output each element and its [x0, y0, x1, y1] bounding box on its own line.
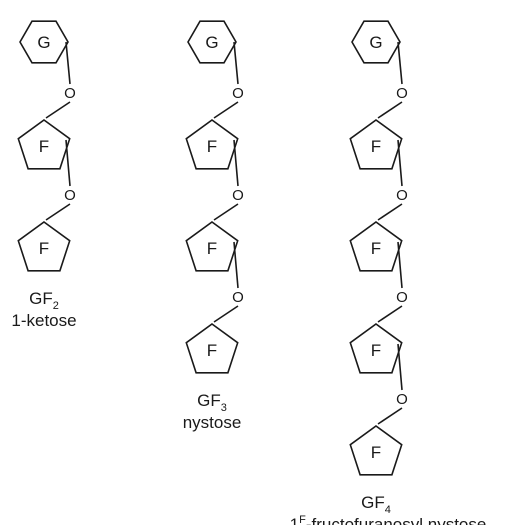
- oxygen-atom: O: [396, 85, 408, 102]
- glucose-ring-1: G: [351, 20, 401, 64]
- formula-label: GF4: [361, 493, 391, 516]
- hexagon-icon: [19, 20, 69, 64]
- bond: [65, 139, 71, 187]
- fructose-ring-3: F: [349, 221, 403, 272]
- pentagon-icon: [349, 425, 403, 476]
- hexagon-icon: [187, 20, 237, 64]
- formula-label: GF3: [197, 391, 227, 414]
- bond: [397, 343, 403, 391]
- oxygen-atom: O: [396, 391, 408, 408]
- hexagon-icon: [351, 20, 401, 64]
- fructose-ring-5: F: [349, 425, 403, 476]
- oxygen-atom: O: [396, 289, 408, 306]
- oxygen-atom: O: [64, 85, 76, 102]
- fructose-ring-2: F: [349, 119, 403, 170]
- ring-label: G: [369, 33, 382, 52]
- bond: [233, 41, 239, 85]
- formula-label: GF2: [29, 289, 59, 312]
- ring-label: F: [207, 239, 217, 258]
- bond: [45, 101, 71, 119]
- pentagon-icon: [185, 119, 239, 170]
- fructose-ring-2: F: [185, 119, 239, 170]
- fructose-ring-4: F: [349, 323, 403, 374]
- ring-label: F: [371, 137, 381, 156]
- bond: [397, 41, 403, 85]
- compound-name: nystose: [183, 413, 242, 432]
- oxygen-atom: O: [64, 187, 76, 204]
- bond: [45, 203, 71, 221]
- bond: [213, 101, 239, 119]
- ring-label: F: [371, 239, 381, 258]
- ring-label: G: [37, 33, 50, 52]
- fructose-ring-2: F: [17, 119, 71, 170]
- ring-label: F: [371, 443, 381, 462]
- bond: [377, 407, 403, 425]
- bond: [213, 305, 239, 323]
- bond: [377, 101, 403, 119]
- pentagon-icon: [349, 323, 403, 374]
- bond: [233, 139, 239, 187]
- pentagon-icon: [17, 221, 71, 272]
- bond: [397, 139, 403, 187]
- ring-label: G: [205, 33, 218, 52]
- fructose-ring-3: F: [17, 221, 71, 272]
- oxygen-atom: O: [232, 187, 244, 204]
- glucose-ring-1: G: [187, 20, 237, 64]
- ring-label: F: [39, 239, 49, 258]
- compound-name: 1-ketose: [11, 311, 76, 330]
- bond: [233, 241, 239, 289]
- pentagon-icon: [17, 119, 71, 170]
- glucose-ring-1: G: [19, 20, 69, 64]
- bond: [65, 41, 71, 85]
- pentagon-icon: [349, 221, 403, 272]
- ring-label: F: [207, 341, 217, 360]
- pentagon-icon: [185, 221, 239, 272]
- oxygen-atom: O: [396, 187, 408, 204]
- fructose-ring-3: F: [185, 221, 239, 272]
- bond: [377, 305, 403, 323]
- ring-label: F: [39, 137, 49, 156]
- pentagon-icon: [349, 119, 403, 170]
- ring-label: F: [207, 137, 217, 156]
- oxygen-atom: O: [232, 289, 244, 306]
- ring-label: F: [371, 341, 381, 360]
- fructose-ring-4: F: [185, 323, 239, 374]
- bond: [213, 203, 239, 221]
- compound-name: 1F-fructofuranosyl nystose: [290, 514, 487, 525]
- pentagon-icon: [185, 323, 239, 374]
- bond: [377, 203, 403, 221]
- oxygen-atom: O: [232, 85, 244, 102]
- bond: [397, 241, 403, 289]
